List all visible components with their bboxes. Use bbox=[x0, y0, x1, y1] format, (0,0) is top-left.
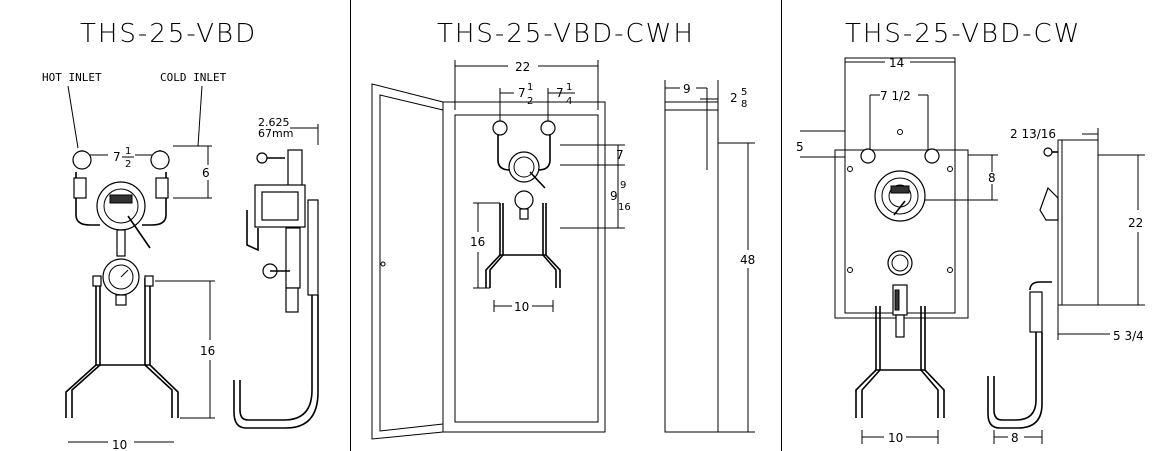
dim-5: 5 bbox=[796, 140, 804, 154]
dim-7-a-num: 1 bbox=[527, 82, 533, 93]
dim-9: 9 bbox=[683, 82, 691, 96]
dim-16: 16 bbox=[470, 235, 485, 249]
panel-title: THS-25-VBD-CWH bbox=[437, 19, 695, 49]
dim-10: 10 bbox=[112, 438, 127, 451]
dim-7-a: 7 bbox=[518, 86, 526, 100]
dim-7-1-2: 7 1/2 bbox=[880, 89, 911, 103]
dim-16: 16 bbox=[200, 344, 215, 358]
dim-7-b-den: 4 bbox=[566, 96, 572, 107]
dim-7-den: 2 bbox=[125, 159, 131, 170]
dim-7-a-den: 2 bbox=[527, 96, 533, 107]
panel-ths-25-vbd-cw: THS-25-VBD-CW 14 7 1/2 5 bbox=[796, 19, 1145, 445]
panel-title: THS-25-VBD bbox=[80, 19, 257, 49]
dim-2: 2 bbox=[730, 91, 738, 105]
dim-6: 6 bbox=[202, 166, 210, 180]
dim-7-b-num: 1 bbox=[566, 82, 572, 93]
dim-7-b: 7 bbox=[556, 86, 564, 100]
panel-divider-2 bbox=[781, 0, 782, 451]
panel-title: THS-25-VBD-CW bbox=[845, 19, 1081, 49]
dim-8: 8 bbox=[988, 171, 996, 185]
dim-7: 7 bbox=[616, 148, 624, 162]
dim-10: 10 bbox=[888, 431, 903, 445]
panel-ths-25-vbd: THS-25-VBD HOT INLET COLD INLET 7 1 2 bbox=[42, 19, 319, 451]
hot-inlet-label: HOT INLET bbox=[42, 71, 102, 84]
cold-inlet-label: COLD INLET bbox=[160, 71, 227, 84]
dim-2-den: 8 bbox=[741, 99, 747, 110]
dim-22: 22 bbox=[515, 60, 530, 74]
dim-2-num: 5 bbox=[741, 87, 747, 98]
panel-ths-25-vbd-cwh: THS-25-VBD-CWH 22 7 1 2 7 1 4 bbox=[371, 19, 755, 440]
panel-divider-1 bbox=[350, 0, 351, 451]
dim-8: 8 bbox=[1011, 431, 1019, 445]
dim-10: 10 bbox=[514, 300, 529, 314]
dim-side-2625: 2.625 bbox=[258, 116, 290, 129]
dim-14: 14 bbox=[889, 56, 904, 70]
dim-2-13-16: 2 13/16 bbox=[1010, 127, 1056, 141]
dim-48: 48 bbox=[740, 253, 755, 267]
dim-9-9-16-den: 16 bbox=[618, 202, 631, 213]
dim-7: 7 bbox=[113, 150, 121, 164]
dim-5-3-4: 5 3/4 bbox=[1113, 329, 1144, 343]
dim-side-67mm: 67mm bbox=[258, 127, 293, 140]
dim-7-num: 1 bbox=[125, 146, 131, 157]
dim-22: 22 bbox=[1128, 216, 1143, 230]
dim-9-9-16-num: 9 bbox=[620, 180, 626, 191]
dim-9-9-16: 9 bbox=[610, 189, 618, 203]
